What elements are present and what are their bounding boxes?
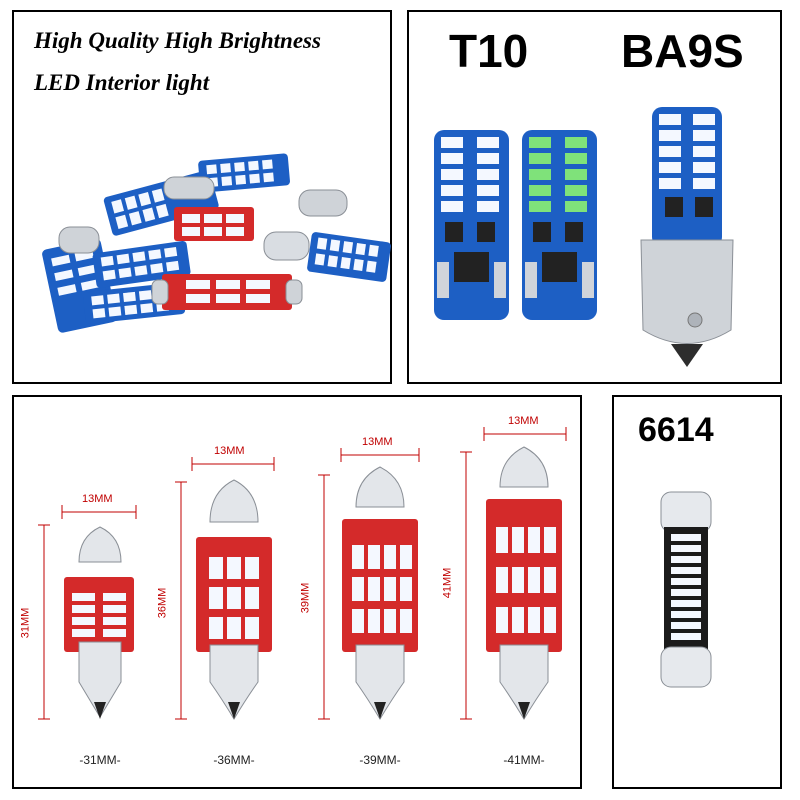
bulb-label-41mm: -41MM- [503, 753, 545, 767]
ba9s-label: BA9S [621, 25, 744, 77]
6614-panel: 6614 [612, 395, 782, 789]
width-dimension-4: 13MM [508, 415, 539, 427]
festoon-image [38, 427, 567, 720]
height-dimension-4: 41MM [441, 567, 454, 599]
height-dimension-2: 36MM [156, 587, 169, 619]
6614-bulb-image [660, 491, 712, 688]
collage-panel: High Quality High Brightness LED Interio… [12, 10, 392, 384]
festoon-panel: 13MM 13MM 13MM 13MM 31MM 36MM 39MM 41MM … [12, 395, 582, 789]
bulb-label-39mm: -39MM- [359, 753, 401, 767]
t10-label: T10 [449, 25, 529, 77]
headline-line-1: High Quality High Brightness [34, 28, 321, 53]
t10-ba9s-image [434, 107, 734, 367]
t10-ba9s-panel: T10 BA9S [407, 10, 782, 384]
bulb-collage-image [42, 153, 391, 333]
bulb-label-31mm: -31MM- [79, 753, 121, 767]
height-dimension-1: 31MM [19, 607, 32, 639]
height-dimension-3: 39MM [299, 582, 312, 614]
width-dimension-3: 13MM [362, 436, 393, 448]
6614-label: 6614 [638, 411, 714, 449]
width-dimension-1: 13MM [82, 493, 113, 505]
bulb-label-36mm: -36MM- [213, 753, 255, 767]
headline-line-2: LED Interior light [34, 70, 210, 95]
width-dimension-2: 13MM [214, 445, 245, 457]
